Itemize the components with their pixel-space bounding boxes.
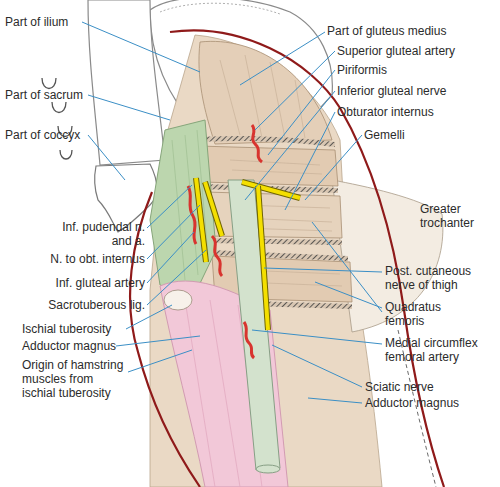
leader-line <box>82 22 200 72</box>
part-label: Inf. gluteal artery <box>15 276 145 290</box>
pudendal-artery <box>188 186 196 244</box>
part-label: Part of gluteus medius <box>327 24 497 38</box>
sacral-foramen <box>42 78 56 89</box>
piriformis-muscle <box>198 146 338 186</box>
part-label: Part of coccyx <box>5 128 125 142</box>
part-label: Ischial tuberosity <box>22 322 152 336</box>
cutaneous-nerve <box>258 186 268 330</box>
part-label: Origin of hamstring muscles from ischial… <box>22 358 127 400</box>
leader-line <box>312 222 382 312</box>
circumflex-artery <box>244 322 254 358</box>
nerves <box>196 178 300 330</box>
leader-line <box>315 282 382 308</box>
leader-line <box>245 91 335 200</box>
part-label: Adductor magnus <box>365 396 495 410</box>
part-label: Inf. pudendal n. and a. <box>50 220 145 248</box>
part-label: Medial circumflex femoral artery <box>385 336 497 364</box>
sacrotuberous-ligament <box>150 120 216 300</box>
part-label: Inferior gluteal nerve <box>337 84 497 98</box>
leader-line <box>147 250 206 305</box>
leader-line <box>88 135 125 180</box>
pudendal-nerve <box>196 178 206 262</box>
obturator-nerve <box>205 182 222 236</box>
superior-gluteal-artery <box>252 125 262 162</box>
leader-line <box>147 232 194 283</box>
leader-line <box>255 51 335 130</box>
gluteus-maximus-outline <box>170 30 444 487</box>
muscle-fibers <box>220 55 305 138</box>
nerve-outline <box>205 182 222 236</box>
leader-line <box>285 112 335 210</box>
part-label: Sciatic nerve <box>365 380 495 394</box>
sciatic-nerve <box>228 180 280 470</box>
inferior-gluteal-nerve <box>242 182 300 198</box>
nerve-outline <box>258 186 268 330</box>
leader-line <box>147 205 200 259</box>
part-label: Quadratus femoris <box>385 300 455 328</box>
leader-line <box>305 135 362 200</box>
part-label: Part of ilium <box>5 15 125 29</box>
part-label: Obturator internus <box>337 105 497 119</box>
part-label: Gemelli <box>364 128 494 142</box>
cut-edge <box>210 250 348 261</box>
sacral-foramen <box>60 150 72 159</box>
nerve-outline <box>196 178 206 262</box>
leader-line <box>264 268 382 272</box>
leader-line <box>128 350 192 372</box>
leader-line <box>88 95 170 120</box>
part-label: N. to obt. internus <box>15 252 145 266</box>
leader-line <box>147 185 192 228</box>
cut-edge <box>205 238 342 245</box>
bone-edge <box>160 3 280 14</box>
leader-lines <box>82 22 382 403</box>
gluteus-medius <box>199 41 332 144</box>
leader-line <box>240 32 325 85</box>
nerve-end <box>256 465 280 473</box>
part-label: Sacrotuberous lig. <box>15 298 145 312</box>
part-label: Superior gluteal artery <box>337 44 497 58</box>
nerve-outline <box>242 182 300 198</box>
leader-line <box>268 70 335 155</box>
sacral-foramen <box>52 102 66 113</box>
part-label: Greater trochanter <box>420 202 490 230</box>
part-label: Post. cutaneous nerve of thigh <box>385 264 490 292</box>
part-label: Piriformis <box>337 63 497 77</box>
ligament-fibers <box>172 130 208 280</box>
part-label: Adductor magnus <box>22 339 152 353</box>
leader-line <box>308 398 362 403</box>
leader-line <box>116 336 200 346</box>
leader-line <box>252 330 382 344</box>
leader-line <box>272 345 362 387</box>
part-label: Part of sacrum <box>5 88 125 102</box>
obturator-gemelli-muscle <box>205 192 342 238</box>
sacrum-bone <box>88 0 165 165</box>
inferior-gluteal-artery <box>212 236 222 276</box>
